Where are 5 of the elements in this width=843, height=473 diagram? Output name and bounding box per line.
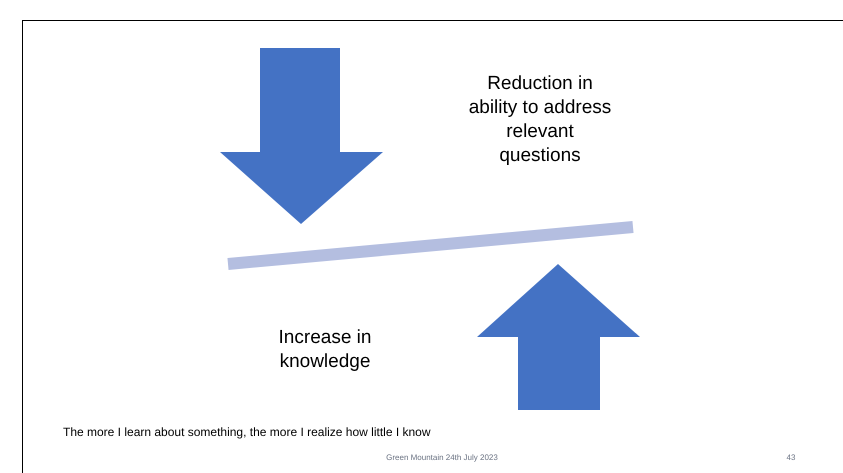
callout-text: Increase in knowledge	[278, 326, 372, 374]
callout-text: Reduction in ability to address relevant questions	[468, 72, 612, 168]
page-number: 43	[786, 452, 796, 464]
footer-text: Green Mountain 24th July 2023	[385, 452, 499, 464]
note-text: The more I learn about something, the more I realize how little I know	[63, 424, 431, 441]
